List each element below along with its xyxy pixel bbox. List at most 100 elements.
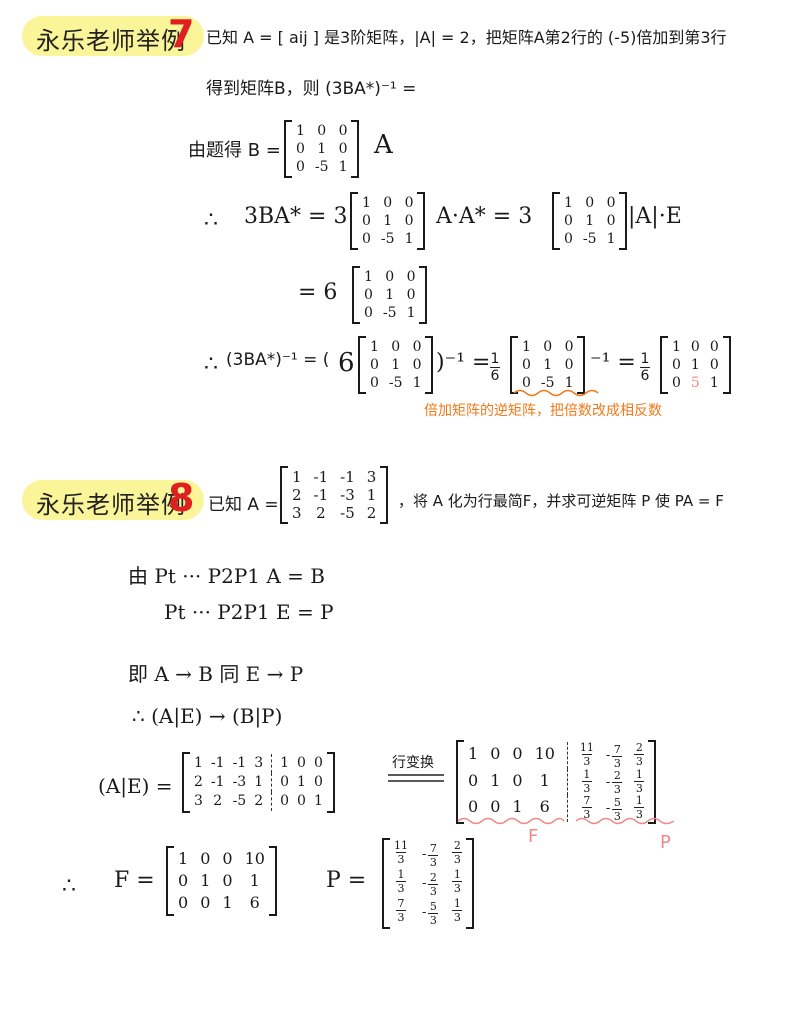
matrix-cell: -1 [210,755,225,771]
matrix-cell: -5 [382,305,397,321]
matrix-cell: 2 [316,504,326,522]
matrix-cell: 2 [213,793,223,809]
augment-divider [566,795,568,822]
matrix-cell: -5 [540,375,555,391]
ex7-step2-b: A·A* = 3 [436,204,533,229]
matrix-cell: 1 [313,793,323,809]
example-8-badge-label: 永乐老师举例 [36,491,186,519]
matrix-cell: 0 [543,339,553,355]
matrix-cell: -5 [380,231,395,247]
matrix-cell: 0 [178,893,189,912]
matrix-cell: -1 [313,468,329,486]
matrix-cell: 6 [249,893,260,912]
ex7-step4-a: (3BA*)⁻¹ = ( [226,350,330,370]
matrix-cell: 1 [564,195,573,211]
pink-underline-f [457,817,565,825]
matrix-cell: 0 [222,849,233,868]
ex7-step1-suffix: A [374,130,393,160]
matrix-cell: -5 [340,504,355,522]
matrix-cell: 0 [362,213,371,229]
matrix-cell: 1 [280,755,290,771]
augment-divider [271,754,273,773]
matrix-cell: 0 [296,141,305,157]
matrix-cell: 0 [404,213,414,229]
matrix-cell: 0 [296,159,305,175]
matrix-cell: 0 [404,195,414,211]
matrix-cell: 0 [338,123,348,139]
matrix-cell: 1 [338,159,348,175]
matrix-cell: -3 [232,774,247,790]
ex7-step2-a: 3BA* = 3 [244,204,348,229]
matrix-cell: 6 [539,797,550,816]
matrix-cell: 1 [690,357,700,373]
matrix-cell: 0 [690,339,700,355]
matrix-cell: 0 [370,375,379,391]
matrix-cell: 1 [200,871,211,890]
matrix-cell: 1 [564,375,574,391]
matrix-cell: 1 [296,123,305,139]
matrix-cell: 1 [468,744,479,763]
matrix-cell: 0 [280,774,290,790]
matrix-cell: 0 [585,195,595,211]
matrix-cell: 0 [564,213,573,229]
matrix-cell: -5 [232,793,247,809]
transform-arrow-lines [388,774,444,782]
matrix-cell: 0 [313,774,323,790]
augment-divider [566,768,568,795]
matrix-cell: 0 [364,305,373,321]
matrix-cell: 0 [297,755,306,771]
matrix-cell: 3 [292,504,302,522]
matrix-cell: 0 [383,195,393,211]
matrix-cell: 0 [200,893,211,912]
matrix-cell: 0 [606,213,616,229]
pink-underline-p [575,817,675,825]
matrix-cell: 1 [297,774,306,790]
matrix-cell: 1 [391,357,401,373]
therefore-symbol: ∴ [62,874,76,899]
matrix-cell: 0 [222,871,233,890]
matrix-cell: 0 [412,339,422,355]
matrix-cell: 1 [366,486,377,504]
matrix-cell: -1 [313,486,329,504]
matrix-cell: 1 [539,770,550,790]
example-8-number: 8 [168,476,195,520]
ex8-line2: Pt ··· P2P1 E = P [164,600,334,624]
matrix-cell: 2 [254,793,264,809]
augment-divider [271,792,273,811]
fraction-numerator: 1 [640,351,650,367]
matrix-cell: 1 [249,871,260,890]
ex8-line1: 由 Pt ··· P2P1 A = B [128,564,325,588]
matrix-cell: 0 [522,375,531,391]
matrix-cell: 0 [317,123,327,139]
p-equals: P = [326,868,367,893]
matrix-cell: 2 [194,774,203,790]
matrix-cell: 1 [292,468,302,486]
matrix-cell: 5 [690,375,700,391]
augment-divider [271,773,273,792]
matrix-cell: 1 [606,231,616,247]
therefore-symbol: ∴ [204,208,218,233]
example-7-number: 7 [168,12,195,56]
matrix-cell: 0 [280,793,290,809]
matrix-cell: 0 [178,871,189,890]
matrix-cell: 1 [370,339,379,355]
matrix-cell: 1 [194,755,203,771]
ex7-step2-c: |A|·E [628,204,682,229]
matrix-cell: 0 [468,797,479,816]
